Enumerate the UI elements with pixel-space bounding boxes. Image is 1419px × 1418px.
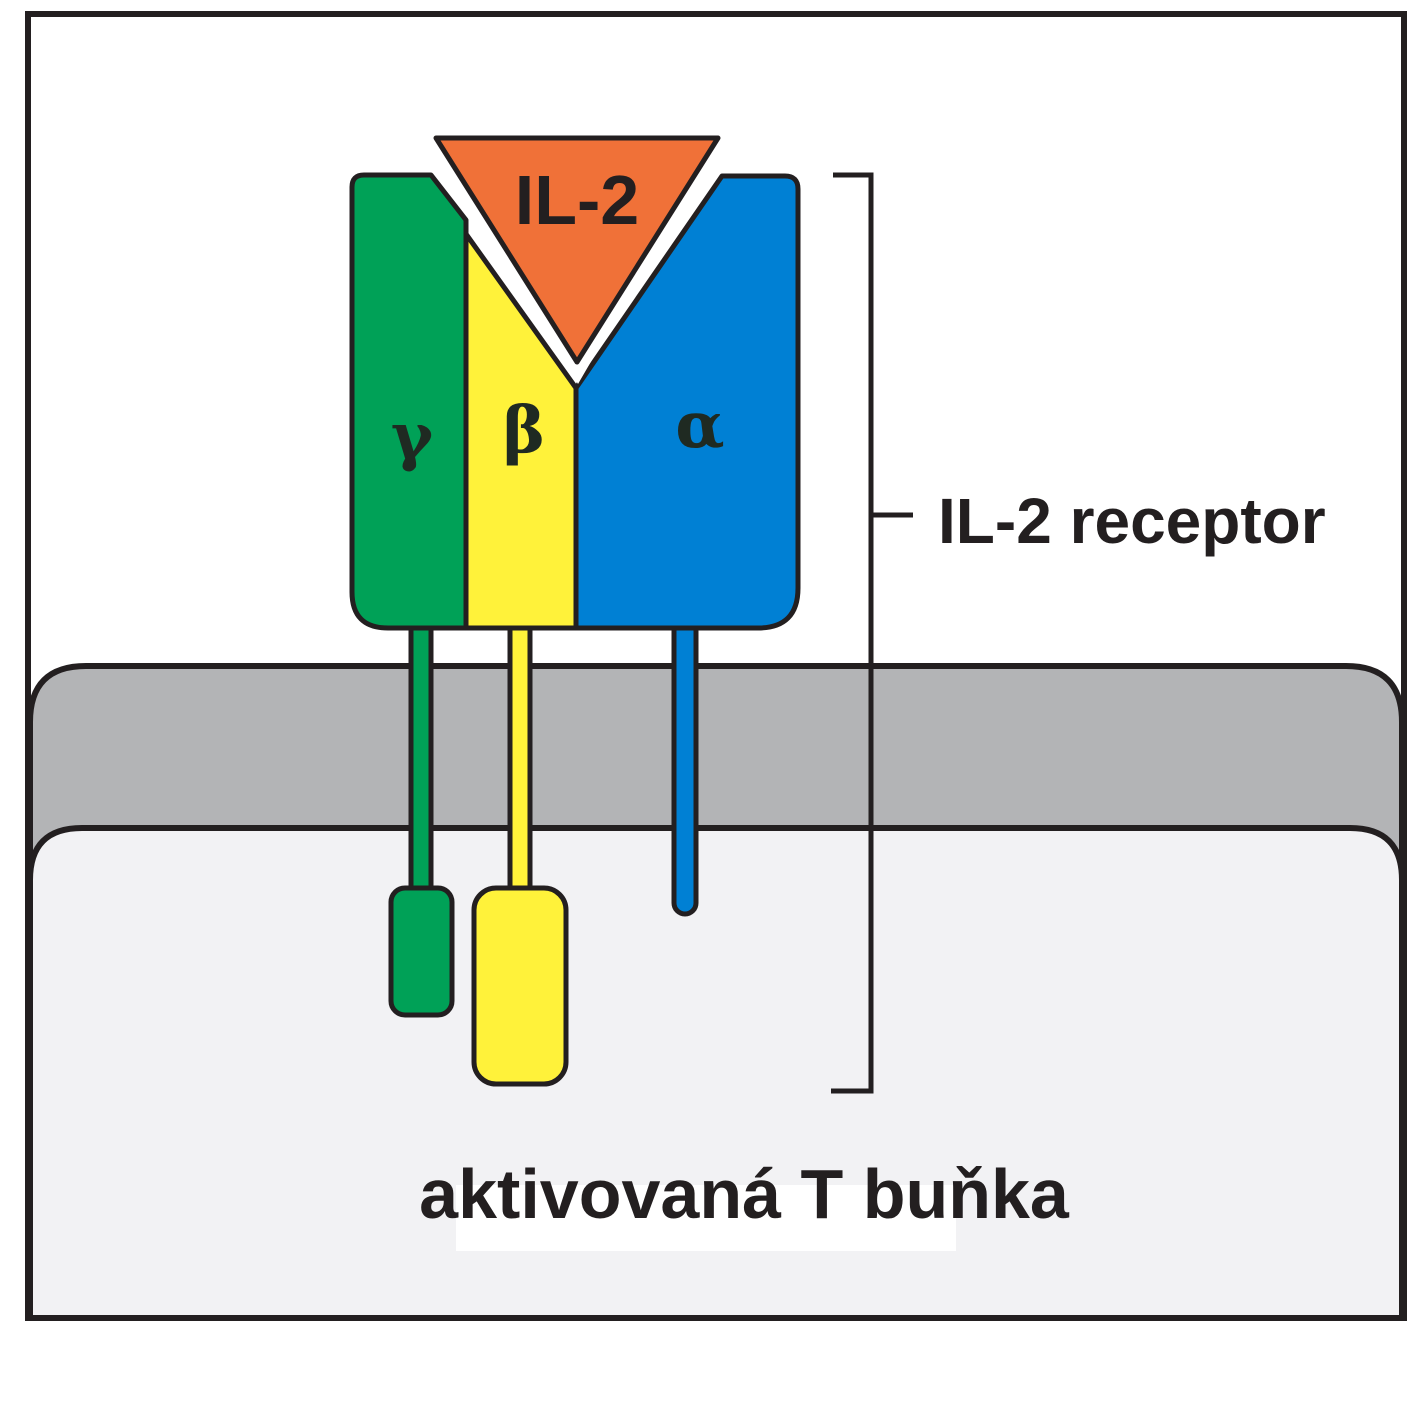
receptor-bracket [831,172,913,1094]
cell-label-background [456,1185,956,1251]
gamma-chain-symbol: γ [391,399,434,474]
cell-cytoplasm [27,825,1405,1321]
gamma-chain-stalk [408,617,434,895]
il2-ligand [433,135,721,365]
il2-ligand-label: IL-2 [515,161,639,239]
alpha-chain-stalk [671,617,699,917]
cell-label: aktivovaná T buňka [419,1155,1070,1233]
gamma-chain-extracellular-domain [349,172,469,631]
beta-chain-symbol: β [503,393,546,468]
gamma-chain-intracellular-domain [388,885,455,1018]
beta-chain-intracellular-domain [471,885,569,1087]
alpha-chain-symbol: α [675,388,724,463]
alpha-chain-extracellular-domain [573,173,801,631]
receptor-label: IL-2 receptor [938,485,1326,557]
beta-chain-stalk [507,617,533,895]
